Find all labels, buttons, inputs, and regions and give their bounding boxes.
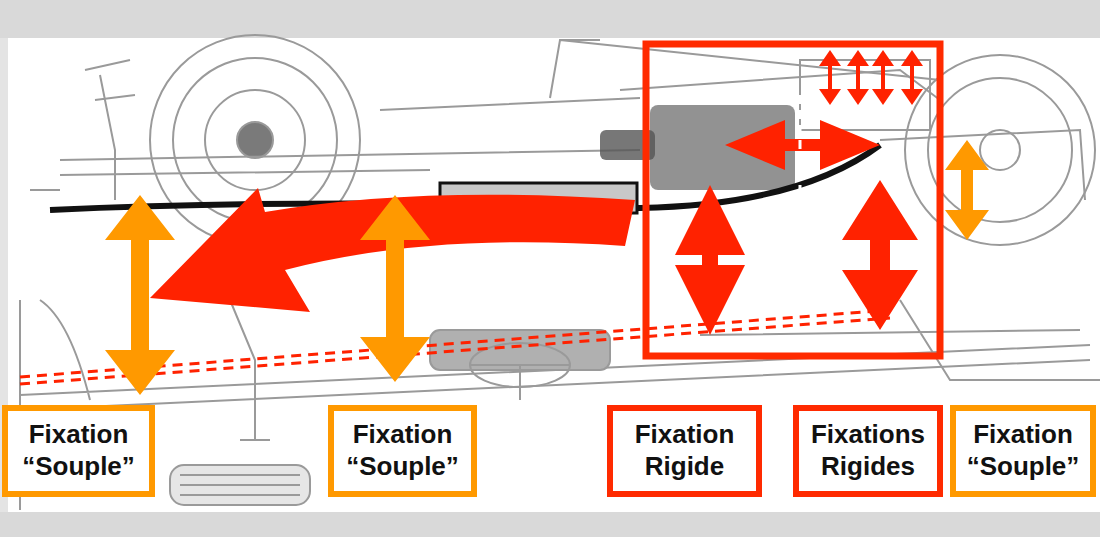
flex-arrow [945,140,989,240]
box-label: Fixations Rigides [804,419,932,482]
fixation-box: Fixation “Souple” [2,405,155,497]
rigid-arrow [675,185,745,335]
fixation-box: Fixation “Souple” [328,405,477,497]
box-label: Fixation “Souple” [339,419,466,482]
centre-line [799,95,802,195]
top-band [0,0,1100,38]
fixation-box: Fixations Rigides [793,405,943,497]
bottom-band [0,512,1100,537]
small-arrows [819,50,923,105]
box-label: Fixation “Souple” [961,419,1085,482]
box-label: Fixation Rigide [618,419,751,482]
rigid-arrow [842,180,918,330]
rigid-arrow [725,120,880,170]
fixation-box: Fixation Rigide [607,405,762,497]
flex-arrow [360,195,430,382]
rigid-zone [646,44,940,356]
box-label: Fixation “Souple” [13,419,144,482]
fixation-box: Fixation “Souple” [950,405,1096,497]
flex-arrow [105,195,175,395]
